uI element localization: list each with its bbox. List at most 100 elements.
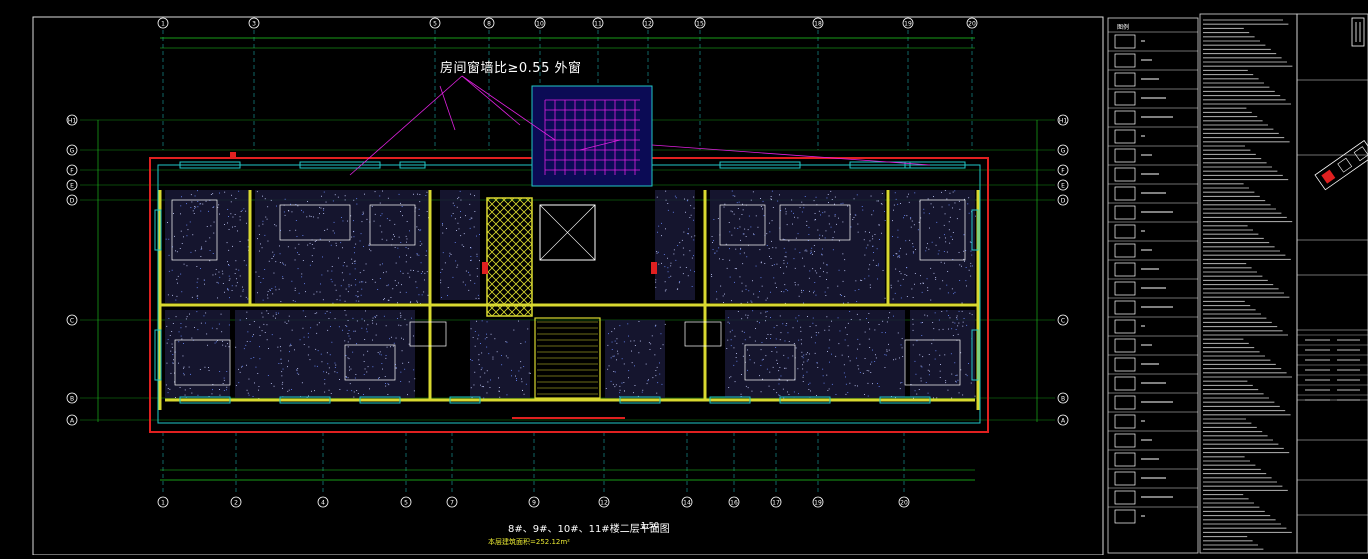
grid-label: 16 [730, 500, 738, 507]
grid-label: 3 [252, 21, 256, 28]
grid-label: 19 [814, 500, 822, 507]
stair-treads [537, 321, 598, 395]
grid-bubble [483, 17, 495, 29]
grid-bubble [812, 17, 824, 29]
grid-label: C [1061, 318, 1065, 325]
grid-bubble [592, 17, 604, 29]
grid-bubble [1057, 414, 1069, 426]
grid-label: 11 [594, 21, 602, 28]
grid-bubble [1057, 179, 1069, 191]
grid-label: E [1061, 183, 1065, 190]
plan-scale: 1:50 [641, 521, 659, 530]
grid-label: E [70, 183, 74, 190]
grid-label: 10 [536, 21, 544, 28]
grid-bubble [812, 496, 824, 508]
grid-bubble [1057, 194, 1069, 206]
grid-label: 20 [900, 500, 908, 507]
grid-bubble [66, 144, 78, 156]
grid-bubble [1057, 144, 1069, 156]
grid-label: 9 [532, 500, 536, 507]
grid-label: 12 [600, 500, 608, 507]
title-block-sidebar: 图例 [1105, 0, 1368, 555]
title-block-contents [1297, 17, 1368, 516]
grid-label: 17 [772, 500, 780, 507]
window-wall-ratio-annotation: 房间窗墙比≥0.55 外窗 [440, 61, 582, 76]
legend-panel [1107, 17, 1199, 554]
grid-label: 4 [321, 500, 325, 507]
floor-rooms [165, 190, 976, 399]
grid-label: H1 [68, 118, 77, 125]
grid-bubble [681, 496, 693, 508]
revision-table [1297, 334, 1368, 401]
note-lines [1203, 19, 1293, 550]
grid-label: 8 [487, 21, 491, 28]
grid-bubble [1057, 314, 1069, 326]
grid-bubble [694, 17, 706, 29]
grid-label: D [70, 198, 75, 205]
grid-bubble [1057, 392, 1069, 404]
grid-bubble [317, 496, 329, 508]
grid-bubble [898, 496, 910, 508]
grid-label: A [70, 418, 75, 425]
company-logo [1351, 17, 1365, 47]
stair-hatch [486, 197, 533, 317]
furniture [171, 199, 966, 386]
grid-bubble [728, 496, 740, 508]
grid-bubble [66, 392, 78, 404]
grid-label: G [70, 148, 75, 155]
grid-label: 18 [814, 21, 822, 28]
grid-label: C [70, 318, 74, 325]
grid-bubble [534, 17, 546, 29]
grid-label: F [1061, 168, 1065, 175]
top-balcony [531, 85, 653, 187]
legend-rows [1108, 31, 1198, 524]
grid-bubble [598, 496, 610, 508]
grid-bubble [770, 496, 782, 508]
grid-axis-right: H1G F E D C B A [1057, 114, 1069, 426]
grid-bubble [66, 164, 78, 176]
notes-panel [1199, 13, 1298, 554]
grid-bubble [1057, 164, 1069, 176]
grid-bubble [157, 496, 169, 508]
grid-bubble [400, 496, 412, 508]
site-key-plan [1314, 140, 1368, 191]
grid-label: 19 [904, 21, 912, 28]
grid-label: 2 [234, 500, 238, 507]
grid-bubble [66, 194, 78, 206]
door-markers [230, 152, 657, 274]
balcony-grid [544, 99, 640, 175]
grid-label: 7 [450, 500, 454, 507]
elevator-shaft [539, 204, 596, 261]
grid-label: 12 [644, 21, 652, 28]
title-block-svg [1107, 13, 1368, 554]
grid-label: F [70, 168, 74, 175]
grid-label: G [1061, 148, 1066, 155]
grid-bubble [642, 17, 654, 29]
grid-label: 5 [433, 21, 437, 28]
grid-bubble [157, 17, 169, 29]
grid-label: B [1061, 396, 1065, 403]
grid-label: H1 [1059, 118, 1068, 125]
grid-label: 15 [696, 21, 704, 28]
grid-bubble [1057, 114, 1069, 126]
grid-label: 14 [683, 500, 691, 507]
grid-label: 1 [161, 500, 165, 507]
grid-bubble [429, 17, 441, 29]
grid-bubble [902, 17, 914, 29]
grid-bubble [66, 179, 78, 191]
grid-label: B [70, 396, 74, 403]
stairwell [534, 317, 601, 399]
legend-title: 图例 [1117, 24, 1130, 31]
grid-label: D [1061, 198, 1066, 205]
grid-bubble [66, 314, 78, 326]
plan-title: 8#、9#、10#、11#楼二层平面图 [508, 524, 670, 535]
grid-label: 5 [404, 500, 408, 507]
grid-label: 1 [161, 21, 165, 28]
grid-label: A [1061, 418, 1066, 425]
grid-bubble [528, 496, 540, 508]
grid-bubble [248, 17, 260, 29]
leader-lines [349, 75, 931, 176]
